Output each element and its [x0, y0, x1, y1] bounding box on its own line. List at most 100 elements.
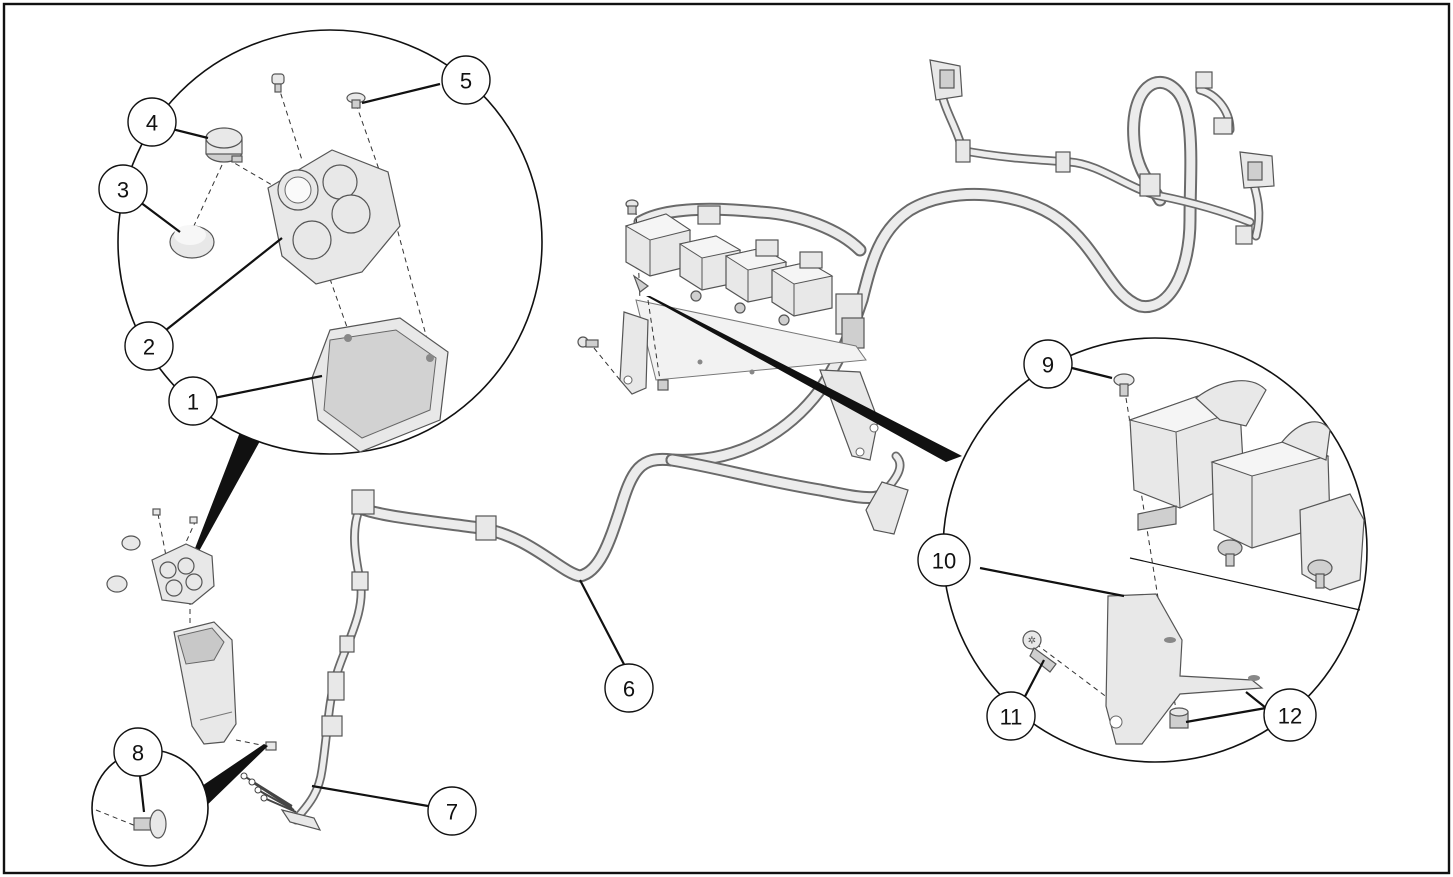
small-plug: [121, 535, 141, 551]
relay-socket: [799, 251, 823, 269]
main-harness-6: [351, 59, 1275, 583]
housing-1: [311, 317, 449, 453]
harness-clip: [351, 489, 375, 515]
detail-pointer-wedge: [182, 432, 265, 582]
callout-label: 9: [1042, 353, 1054, 378]
bracket-arm: [619, 311, 649, 395]
callout-label: 1: [187, 390, 199, 415]
relay-3: [724, 247, 788, 314]
screw-11: [577, 336, 599, 348]
harness-7: [240, 503, 429, 831]
screw-8-head: [149, 809, 167, 839]
detail-pointer-wedge: [196, 744, 268, 812]
callout-label: 2: [143, 335, 155, 360]
harness-connector: [865, 481, 909, 535]
callout-label: 6: [623, 677, 635, 702]
callout-2: 2: [124, 321, 174, 371]
callout-11: 11: [986, 691, 1036, 741]
callout-label: 12: [1278, 704, 1302, 729]
relay-large-3: [1299, 493, 1365, 591]
harness-clip: [1195, 71, 1213, 89]
callout-5: 5: [441, 55, 491, 105]
relay-4: [770, 261, 834, 326]
assembly-line: [95, 809, 137, 827]
callout-4: 4: [127, 97, 177, 147]
leader-12b: [1245, 691, 1267, 709]
detail-view-charge-port: [117, 29, 543, 582]
callout-label: 7: [446, 800, 458, 825]
harness-clip: [1139, 173, 1161, 197]
relay-bracket-assembly: [577, 199, 879, 461]
relay-2: [678, 235, 742, 302]
ring-terminals: [240, 772, 297, 813]
detail-view-relay-mount: ✲: [646, 296, 1368, 763]
callout-8: 8: [113, 727, 163, 777]
leader-6: [579, 579, 629, 673]
harness-clip: [1055, 151, 1071, 173]
charge-port-assembly: [106, 508, 277, 751]
callout-label: 5: [460, 69, 472, 94]
sensor-connector-left: [929, 59, 963, 101]
nut-12-detail: [1169, 707, 1189, 729]
svg-text:✲: ✲: [1028, 636, 1036, 647]
small-screw: [189, 516, 198, 524]
harness-terminal: [280, 809, 322, 831]
callout-10: 10: [917, 533, 971, 587]
detail-view-screw: [91, 744, 268, 867]
assembly-line: [317, 244, 349, 331]
leader-2: [165, 237, 283, 331]
harness-clip: [321, 715, 343, 737]
harness-connector: [327, 671, 345, 701]
assembly-line: [157, 513, 167, 557]
callout-label: 11: [1000, 705, 1023, 730]
callout-7: 7: [427, 786, 477, 836]
callout-label: 4: [146, 111, 158, 136]
socket-cover-2: [267, 149, 401, 285]
sensor-connector-right: [1239, 151, 1275, 189]
assembly-line: [191, 164, 223, 231]
relay-1: [624, 213, 692, 293]
bracket-edge-line: [1129, 557, 1361, 611]
harness-connector: [339, 635, 355, 653]
harness-clip: [1213, 117, 1233, 135]
callout-label: 3: [117, 178, 129, 203]
callout-9: 9: [1023, 339, 1073, 389]
callout-12: 12: [1263, 688, 1317, 742]
callout-1: 1: [168, 376, 218, 426]
assembly-line: [355, 103, 383, 179]
washer-screw-5: [346, 92, 366, 109]
leader-8: [138, 775, 146, 813]
callout-label: 8: [132, 741, 144, 766]
leader-9: [1071, 366, 1113, 380]
assembly-line: [235, 739, 267, 747]
assembly-line: [1035, 643, 1117, 705]
relay-socket: [755, 239, 779, 257]
small-screw: [152, 508, 161, 516]
relay-socket: [697, 205, 721, 225]
bracket-10: [1105, 593, 1264, 745]
assembly-line: [647, 299, 661, 381]
assembly-line: [593, 347, 621, 381]
screw-9-detail: [1113, 373, 1135, 397]
harness-clip: [955, 139, 971, 163]
leader-5: [361, 82, 441, 105]
plug-4: [205, 127, 243, 163]
callout-6: 6: [604, 663, 654, 713]
detail-pointer-wedge: [646, 296, 962, 462]
nut-12: [657, 379, 669, 391]
leader-10: [979, 566, 1125, 598]
screw-top-left: [271, 73, 285, 93]
callout-3: 3: [98, 164, 148, 214]
harness-clip: [475, 515, 497, 541]
leader-7: [311, 784, 429, 808]
harness-clip: [351, 571, 369, 591]
leader-1: [213, 374, 323, 400]
leader-12: [1185, 706, 1267, 724]
callout-label: 10: [932, 549, 956, 574]
harness-clip: [1235, 225, 1253, 245]
assembly-line: [277, 84, 303, 161]
small-cap: [106, 575, 128, 593]
cap-3: [169, 225, 215, 259]
